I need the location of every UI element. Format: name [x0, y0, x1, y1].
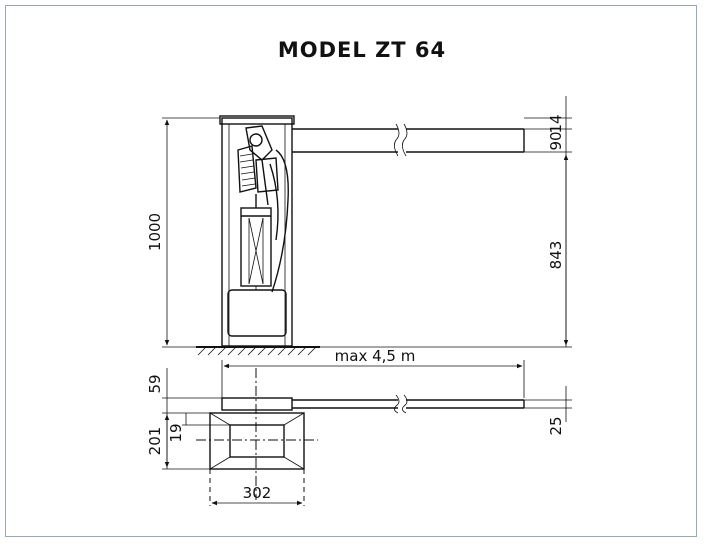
- boom-side: [292, 123, 525, 157]
- ground: [196, 346, 572, 356]
- base-plate: [209, 412, 305, 470]
- dim-bar-height: 90: [547, 131, 565, 150]
- dim-top-offset: 59: [146, 374, 164, 393]
- cabinet-top-cap: [219, 115, 295, 125]
- dim-bar-width-top: 25: [547, 416, 565, 435]
- dim-bar-clearance: 843: [547, 241, 565, 270]
- side-view: 1000 14 90 843: [146, 96, 572, 356]
- top-view: max 4,5 m 302: [146, 347, 572, 506]
- motor-mechanism: [237, 125, 289, 293]
- spring-unit: [240, 194, 272, 287]
- dim-base-depth: 201: [146, 427, 164, 456]
- drawing-frame: [5, 5, 697, 537]
- dim-bar-thickness: 14: [547, 114, 565, 133]
- top-cabinet-plan: [221, 397, 293, 411]
- counterweight: [227, 289, 287, 337]
- dim-base-width: 302: [243, 484, 272, 502]
- model-title: MODEL ZT 64: [278, 38, 446, 62]
- dim-max-length: max 4,5 m: [335, 347, 416, 365]
- dim-total-height: 1000: [146, 213, 164, 251]
- boom-top: [292, 394, 525, 414]
- dim-base-inset: 19: [167, 423, 185, 442]
- cabinet-outline: [221, 117, 293, 347]
